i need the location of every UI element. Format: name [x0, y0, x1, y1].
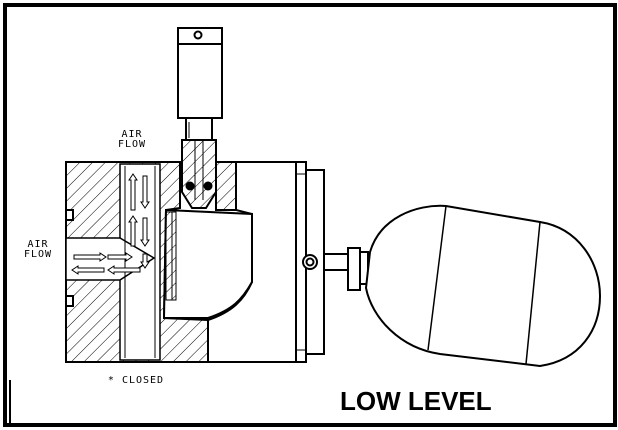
closed-note: * CLOSED — [107, 375, 165, 386]
frame-border — [3, 3, 617, 427]
float-arm — [323, 247, 369, 291]
float-ball — [364, 204, 602, 368]
air-flow-top-label: AIR FLOW — [112, 130, 152, 150]
actuator-rod — [177, 27, 223, 141]
valve-nozzle — [181, 139, 217, 209]
air-flow-left-label: AIR FLOW — [18, 240, 58, 260]
diagram-title: LOW LEVEL — [340, 386, 492, 416]
valve-body-section — [65, 161, 237, 363]
air-flow-arrows — [71, 173, 150, 275]
air-flow-top-line1: AIR — [121, 129, 143, 140]
pivot-pin — [302, 254, 318, 270]
air-flow-left-line1: AIR — [27, 239, 49, 250]
air-flow-top-line2: FLOW — [117, 139, 147, 150]
air-flow-left-line2: FLOW — [23, 249, 53, 260]
